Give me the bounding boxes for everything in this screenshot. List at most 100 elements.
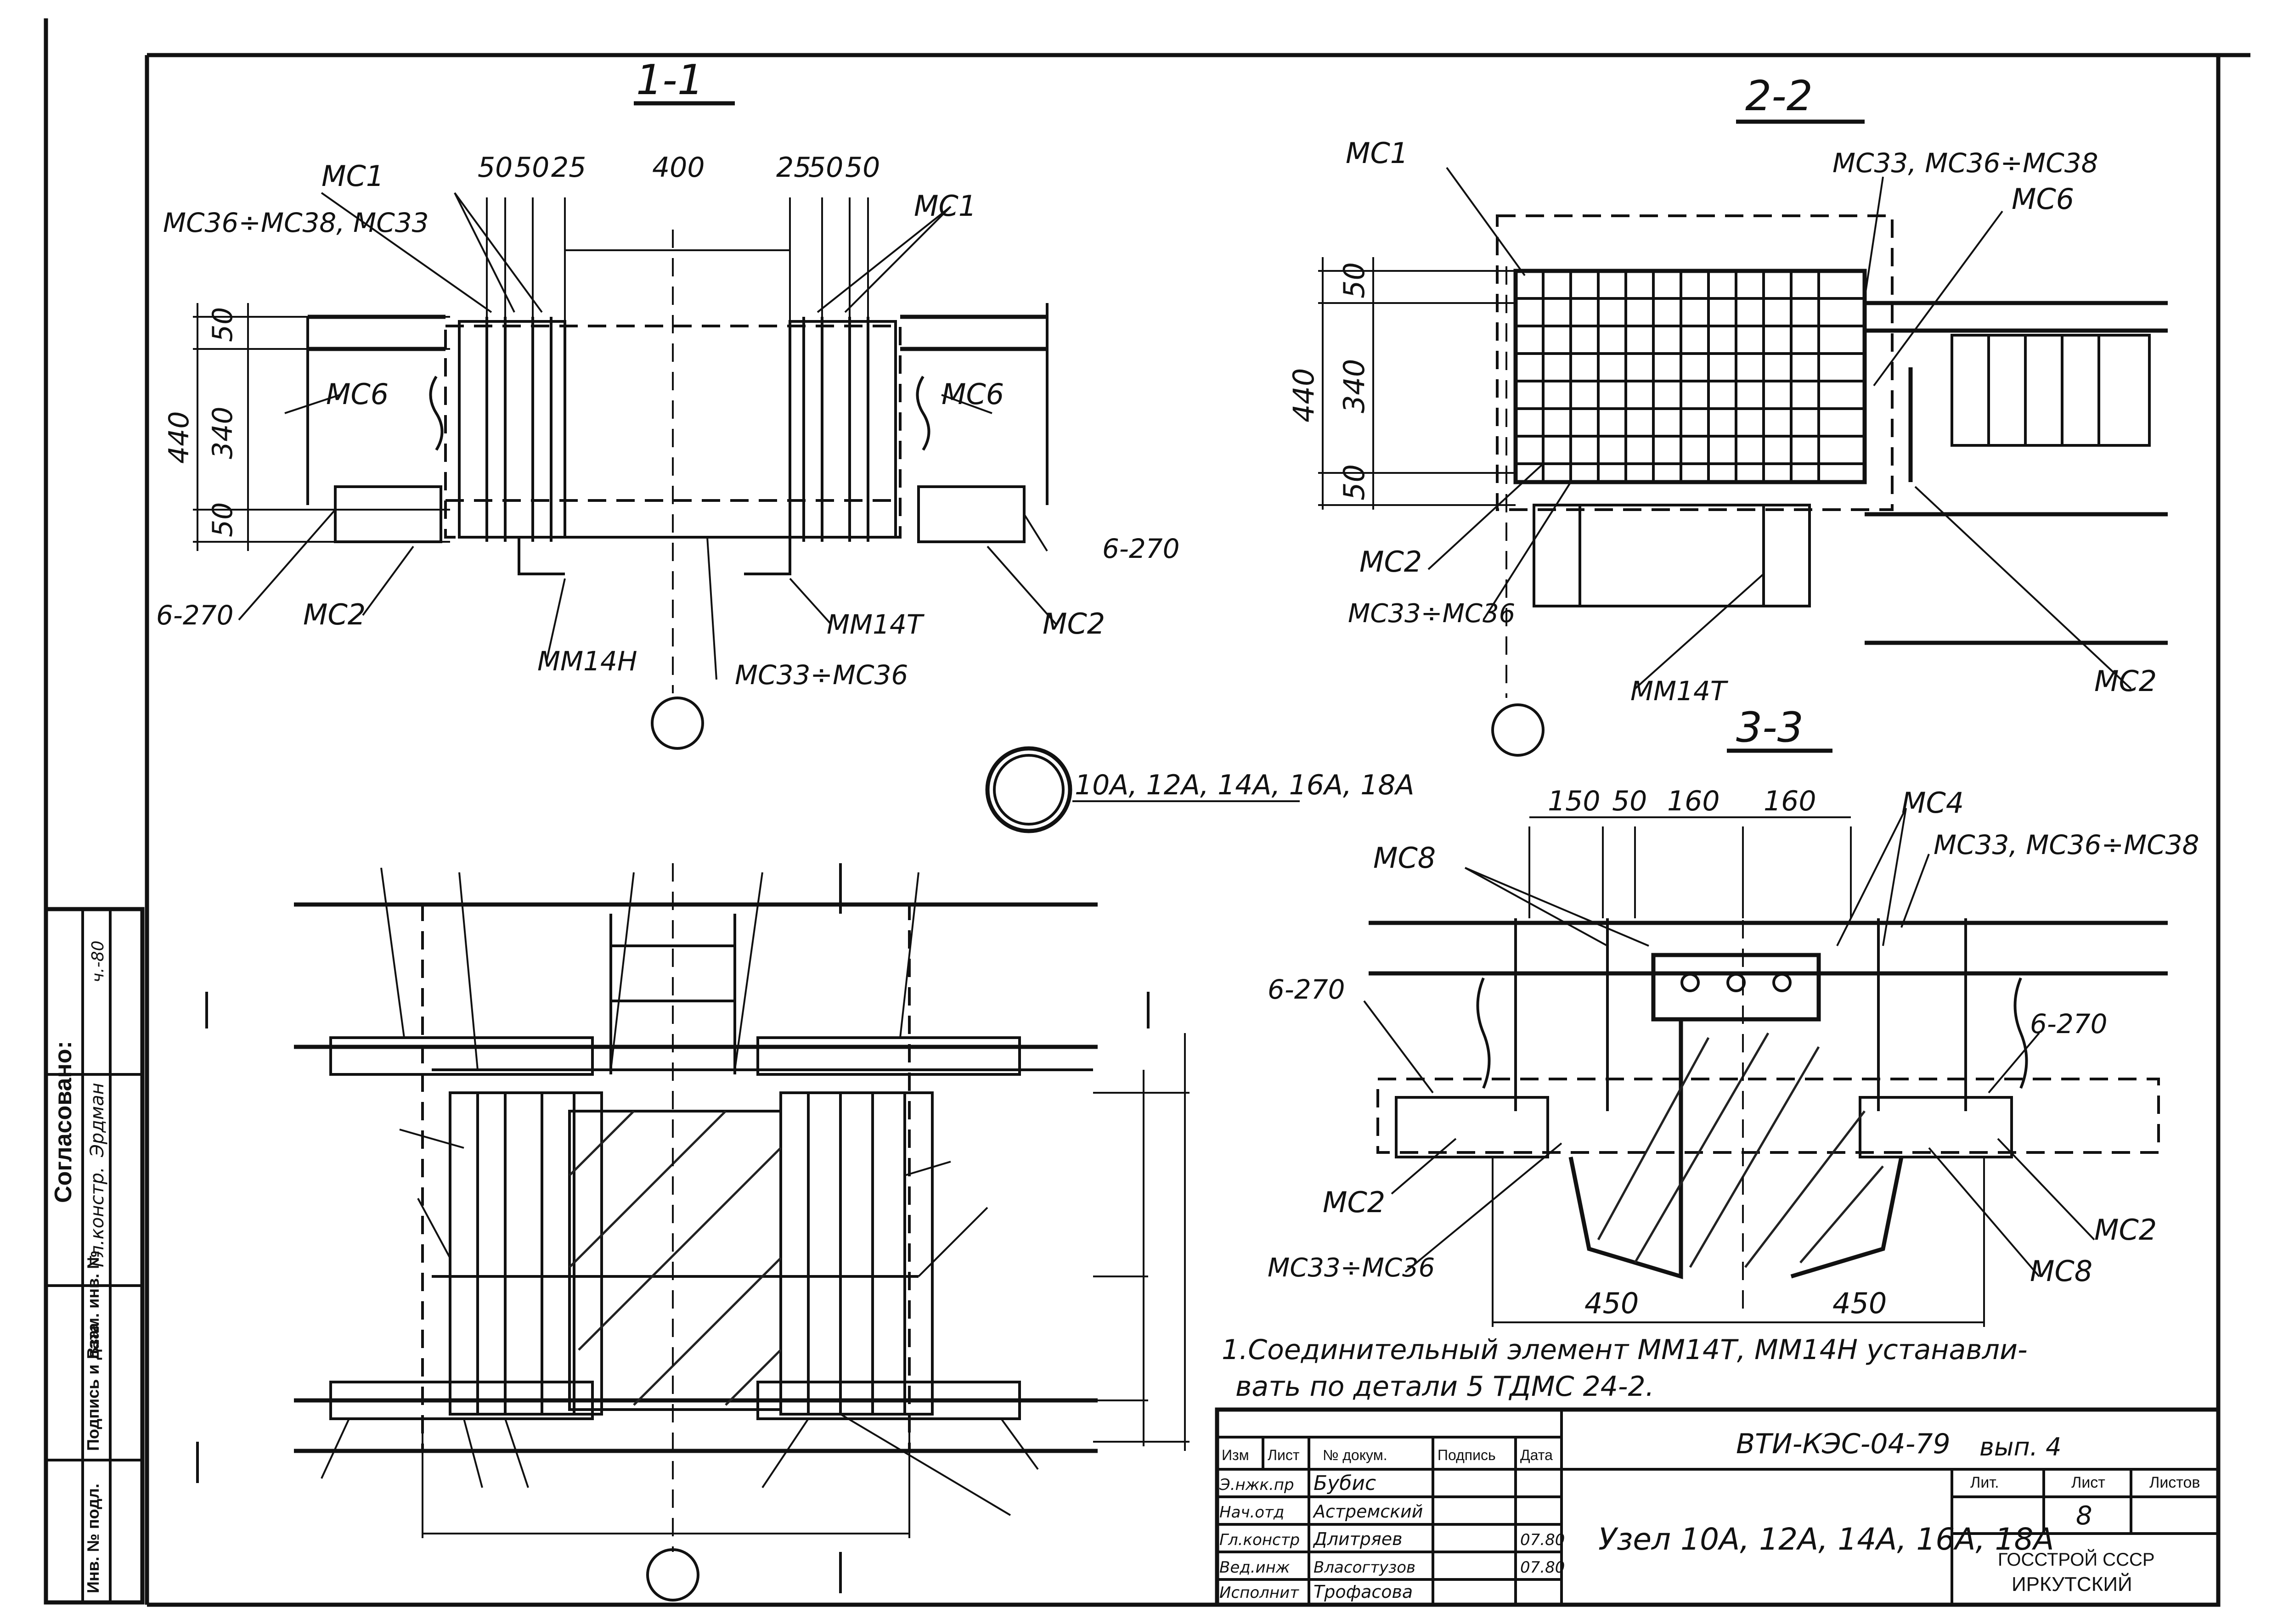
s33-dim-150: 150: [1548, 785, 1601, 817]
s33-label-mc33-36: МС33÷МС36: [1268, 1253, 1435, 1283]
section-3-3: 3-3 150: [1268, 703, 2199, 1327]
approval-bottom-3: Взам. инв. №: [84, 1251, 102, 1359]
tb-role-5: Исполнит: [1219, 1584, 1299, 1602]
tb-code: ВТИ-КЭС-04-79: [1736, 1428, 1951, 1460]
s11-label-mc36-38: МС36÷МС38, МС33: [163, 207, 429, 238]
tb-sheet-no: 8: [2076, 1501, 2092, 1531]
tb-issue: вып. 4: [1979, 1433, 2061, 1461]
dim-25-a: 25: [551, 152, 586, 184]
s22-label-mc6: МС6: [2012, 182, 2074, 216]
approval-row-1: Гл.констр.: [87, 1167, 108, 1267]
approval-row-3: ч.-80: [89, 940, 107, 983]
s11-label-mc1-left: МС1: [321, 159, 384, 193]
s11-label-mm14n: ММ14Н: [537, 646, 637, 677]
section-1-1-title: 1-1: [636, 56, 704, 104]
dim-50-b: 50: [514, 152, 549, 184]
dim-side-340: 340: [207, 406, 239, 459]
axis-circle-3: [646, 1548, 699, 1602]
s22-label-mc1: МС1: [1346, 136, 1408, 170]
section-3-3-title: 3-3: [1736, 703, 1804, 752]
tb-node-name: Узел 10А, 12А, 14А, 16А, 18А: [1598, 1522, 2054, 1557]
s22-label-mm14t: ММ14Т: [1630, 675, 1729, 707]
tb-head-izm: Изм: [1222, 1447, 1249, 1463]
cage-left: [458, 317, 566, 542]
tb-name-5: Трофасова: [1314, 1582, 1413, 1602]
s22-dim-340: 340: [1337, 359, 1371, 413]
s22-label-mc2-left: МС2: [1359, 545, 1422, 579]
note-line-1: 1.Соединительный элемент ММ14Т, ММ14Н ус…: [1222, 1334, 2028, 1366]
s11-label-mc2-left: МС2: [303, 598, 366, 631]
concrete-hatch-3-3: [1597, 1032, 1884, 1268]
s11-label-6-270-right: 6-270: [1102, 533, 1180, 564]
section-2-2-title: 2-2: [1745, 72, 1813, 120]
tb-sheet-label: Лист: [2071, 1474, 2105, 1491]
s22-label-mc33-36: МС33÷МС36: [1348, 599, 1515, 629]
axis-marker: 10А, 12А, 14А, 16А, 18А: [985, 746, 1415, 833]
s33-dim-450-right: 450: [1832, 1287, 1887, 1320]
s33-dim-450-left: 450: [1584, 1287, 1639, 1320]
dim-25-b: 25: [776, 152, 811, 184]
axis-marker-label: 10А, 12А, 14А, 16А, 18А: [1075, 769, 1415, 801]
concrete-hatch-plan: [569, 1110, 782, 1406]
axis-circle-1: [651, 697, 704, 750]
s33-label-6-270-left: 6-270: [1268, 974, 1345, 1005]
tb-head-list: Лист: [1268, 1447, 1300, 1463]
cage-right: [789, 317, 897, 542]
axis-circle-2: [1491, 703, 1545, 757]
dim-50-d: 50: [845, 152, 880, 184]
s11-label-mm14t: ММ14Т: [827, 609, 925, 640]
tb-name-4: Власогтузов: [1314, 1558, 1415, 1577]
s22-label-mc33-36-38: МС33, МС36÷МС38: [1832, 147, 2098, 179]
approval-bottom-1: Инв. № подл.: [84, 1484, 102, 1593]
tb-org-1: ГОССТРОЙ СССР: [1998, 1549, 2155, 1570]
tb-date-3: 07.80: [1520, 1531, 1565, 1549]
s11-label-6-270-left: 6-270: [156, 600, 234, 631]
s33-label-6-270-right: 6-270: [2030, 1008, 2108, 1040]
s33-label-mc33-36-38: МС33, МС36÷МС38: [1934, 829, 2199, 860]
dim-400: 400: [652, 152, 705, 184]
approval-row-2: Эрдман: [87, 1083, 108, 1158]
s33-label-mc8-bottom: МС8: [2030, 1254, 2092, 1288]
note-line-2: вать по детали 5 ТДМС 24-2.: [1235, 1371, 1654, 1403]
dim-side-440: 440: [163, 411, 195, 464]
s33-label-mc4: МС4: [1901, 786, 1964, 820]
section-1-1: 1-1: [156, 56, 1180, 750]
s11-label-mc1-right: МС1: [914, 189, 976, 223]
tb-date-4: 07.80: [1520, 1558, 1565, 1577]
s11-label-mc33-36: МС33÷МС36: [735, 659, 908, 691]
tb-name-3: Длитряев: [1313, 1529, 1403, 1549]
s33-label-mc2-right: МС2: [2094, 1213, 2157, 1247]
tb-sheets-label: Листов: [2149, 1474, 2200, 1491]
s11-label-mc2-right: МС2: [1043, 607, 1105, 641]
plan-view: [196, 863, 1190, 1602]
general-note: 1.Соединительный элемент ММ14Т, ММ14Н ус…: [1222, 1334, 2028, 1403]
tb-head-date: Дата: [1520, 1447, 1553, 1463]
s11-label-mc6-right: МС6: [941, 377, 1004, 411]
tb-head-doc: № докум.: [1323, 1447, 1387, 1463]
mesh-grid: [1513, 269, 1867, 484]
approval-bottom-2: Подпись и дата: [84, 1322, 102, 1451]
tb-lit-label: Лит.: [1970, 1474, 1999, 1491]
s22-dim-50-bottom: 50: [1337, 464, 1371, 500]
s33-dim-50: 50: [1612, 785, 1647, 817]
dim-50-a: 50: [478, 152, 513, 184]
s33-label-mc2-left: МС2: [1323, 1186, 1385, 1219]
tb-head-sign: Подпись: [1438, 1447, 1496, 1463]
dim-side-50-bottom: 50: [207, 502, 239, 537]
tb-role-2: Нач.отд: [1219, 1503, 1284, 1522]
approval-title: Согласовано:: [50, 1041, 77, 1203]
s33-label-mc8-top: МС8: [1373, 841, 1436, 875]
approval-stamp: Согласовано: Гл.констр. Эрдман ч.-80 Инв…: [44, 907, 145, 1605]
tb-org-2: ИРКУТСКИЙ: [2012, 1572, 2132, 1596]
tb-name-2: Астремский: [1312, 1501, 1423, 1522]
tb-role-1: Э.нжк.пр: [1219, 1476, 1294, 1494]
s33-dim-160-b: 160: [1764, 785, 1816, 817]
dim-50-c: 50: [808, 152, 843, 184]
s11-label-mc6-left: МС6: [326, 377, 389, 411]
s22-dim-440: 440: [1287, 368, 1320, 422]
dim-side-50-top: 50: [207, 307, 239, 342]
section-2-2: 2-2: [1287, 72, 2168, 757]
s33-dim-160-a: 160: [1667, 785, 1720, 817]
tb-role-3: Гл.констр: [1219, 1531, 1300, 1549]
tb-role-4: Вед.инж: [1219, 1558, 1290, 1577]
